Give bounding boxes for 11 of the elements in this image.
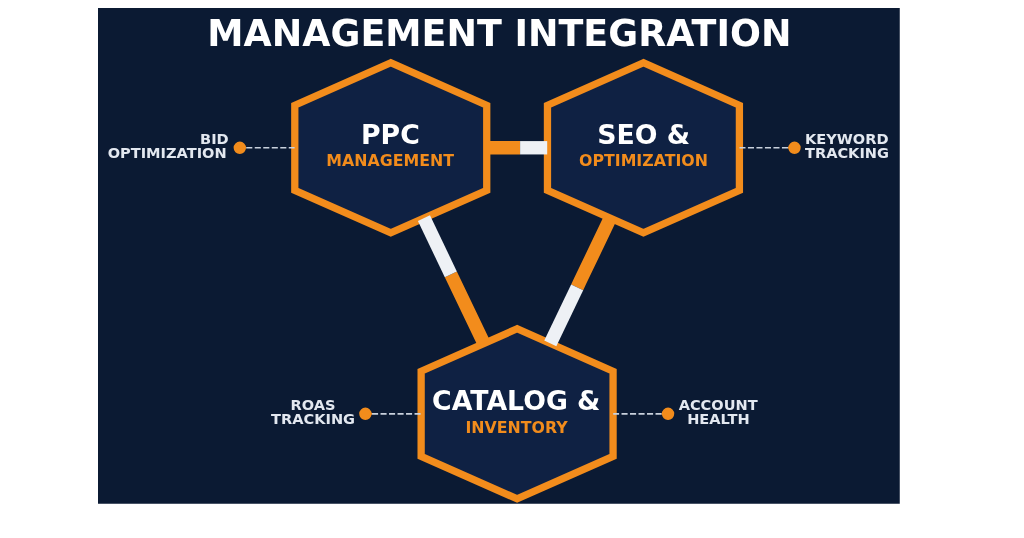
connector <box>738 141 801 154</box>
connector <box>487 141 548 155</box>
node-text: ACCOUNT HEALTH <box>678 395 758 428</box>
connector <box>612 407 675 420</box>
node-text: BID OPTIMIZATION <box>107 129 229 162</box>
connector <box>359 407 422 420</box>
connector <box>544 215 617 347</box>
connector <box>233 141 296 154</box>
diagram-title: MANAGEMENT INTEGRATION <box>207 11 792 55</box>
node-text: KEYWORD TRACKING <box>805 129 889 162</box>
node-text: ROAS TRACKING <box>271 395 356 428</box>
